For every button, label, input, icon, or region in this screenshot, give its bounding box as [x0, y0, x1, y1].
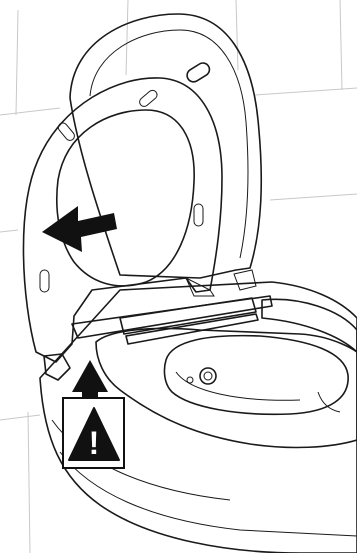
- warning-box: !: [63, 398, 124, 468]
- seat-bumper: [57, 121, 77, 142]
- lid-handle-slot: [185, 61, 212, 85]
- warning-glyph: !: [89, 425, 100, 461]
- shower-nozzle: [187, 368, 216, 384]
- seat-bumper: [194, 204, 203, 226]
- seat-bumper: [138, 89, 159, 109]
- seat-bumper: [40, 270, 49, 292]
- arrow-up-icon: [72, 360, 108, 398]
- hinge-bar: [72, 270, 272, 344]
- arrow-left-icon: [42, 206, 117, 252]
- toilet-lid: [70, 14, 261, 278]
